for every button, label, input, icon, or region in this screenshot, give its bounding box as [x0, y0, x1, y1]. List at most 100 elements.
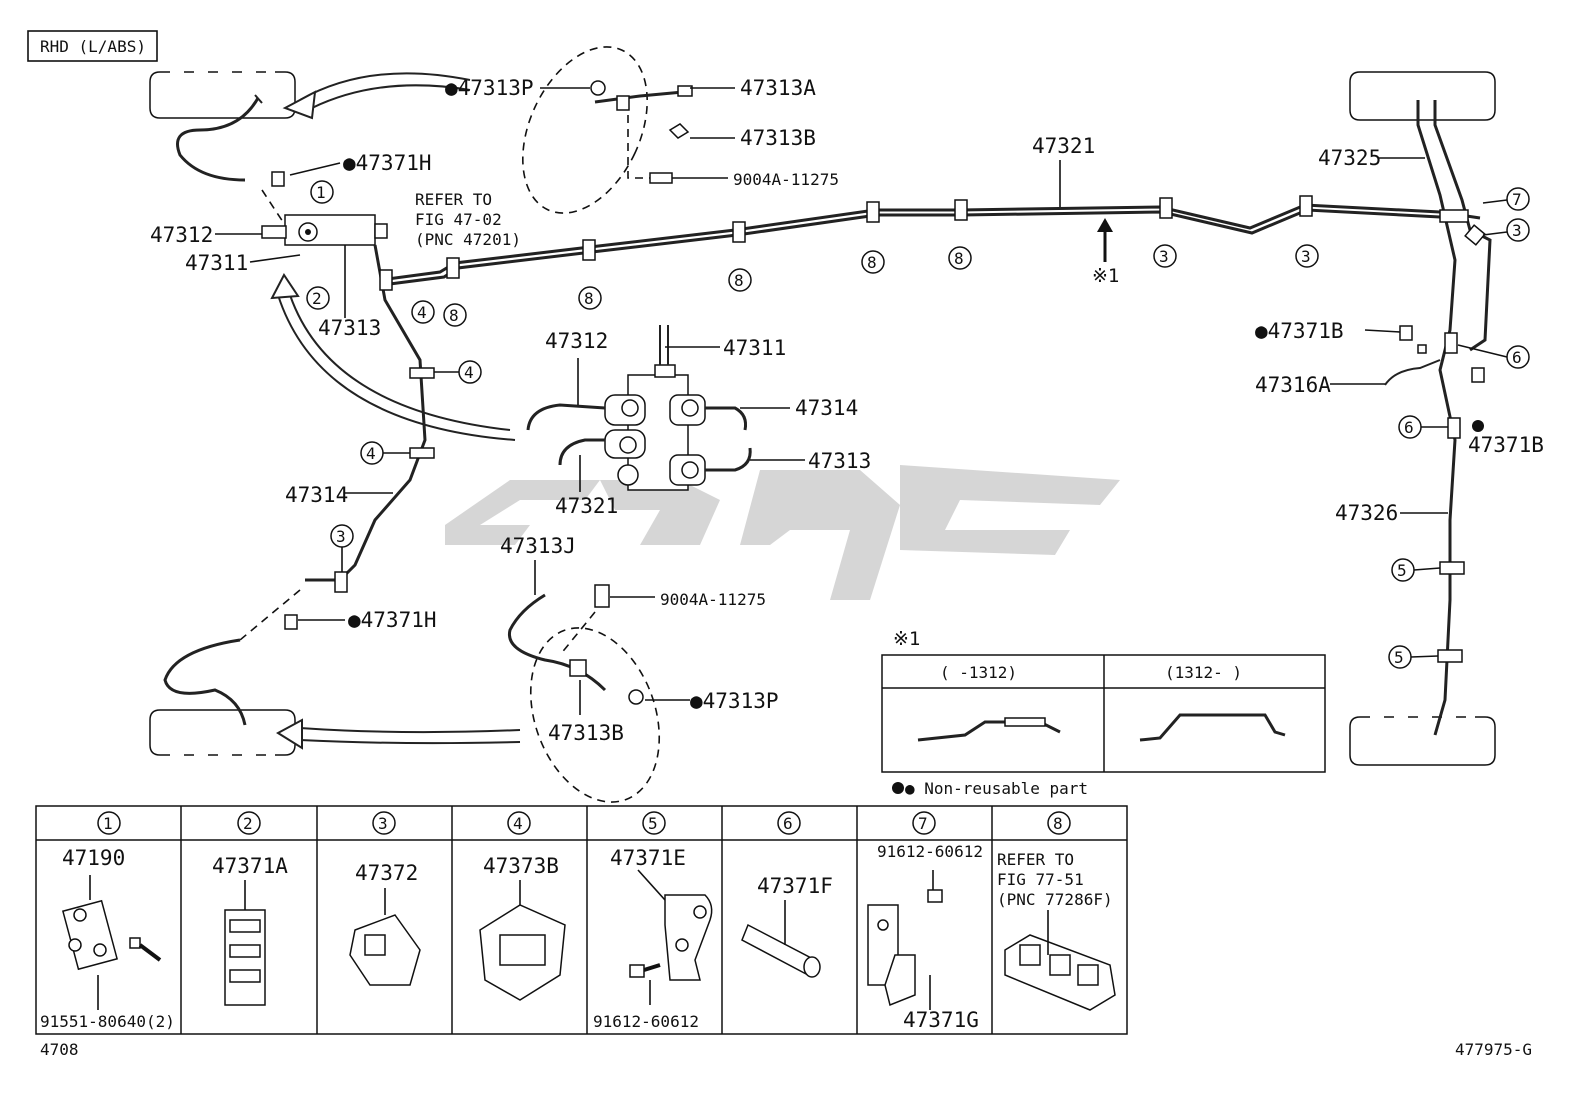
- front-flex-hose: [176, 94, 286, 226]
- flow-arrows: [270, 72, 521, 750]
- table-label-47190: 47190: [62, 846, 125, 870]
- label-47313P-bottom: ●47313P: [690, 689, 779, 713]
- svg-text:7: 7: [918, 814, 928, 833]
- svg-text:1: 1: [103, 814, 113, 833]
- label-47313J: 47313J: [500, 534, 576, 558]
- note-box: ※1 ( -1312) (1312- ) ● Non-reusable part: [881, 628, 1326, 798]
- table-refer-line1: REFER TO: [997, 850, 1074, 869]
- zoom-ellipse-bottom: [529, 627, 661, 803]
- leader-lines: [215, 87, 1448, 715]
- label-47313-top: 47313: [318, 316, 381, 340]
- label-9004A-bottom: 9004A-11275: [660, 590, 766, 609]
- svg-text:8: 8: [954, 249, 964, 268]
- table-label-47371F: 47371F: [757, 874, 833, 898]
- table-label-91612-cell7: 91612-60612: [877, 842, 983, 861]
- non-reusable-dot: [1472, 420, 1484, 432]
- svg-text:5: 5: [648, 814, 658, 833]
- svg-text:4: 4: [417, 303, 427, 322]
- bottom-zoom-parts: [507, 584, 644, 705]
- clamp-47371E-icon: [629, 869, 713, 1005]
- svg-text:5: 5: [1397, 561, 1407, 580]
- table-sub-47371G: 47371G: [903, 1008, 979, 1032]
- clip-47373B-icon: [479, 880, 566, 1001]
- svg-text:8: 8: [734, 271, 744, 290]
- refer-text-line2: FIG 47-02: [415, 210, 502, 229]
- note-mark-text: ※1: [1092, 265, 1119, 287]
- callout-leaders-circled: [341, 199, 1508, 658]
- label-47321-top: 47321: [1032, 134, 1095, 158]
- detail-label-47314: 47314: [795, 396, 858, 420]
- label-47326: 47326: [1335, 501, 1398, 525]
- detail-label-47312: 47312: [545, 329, 608, 353]
- refer-text-line3: (PNC 47201): [415, 230, 521, 249]
- svg-text:3: 3: [336, 527, 346, 546]
- clamp-47371G-icon: [867, 870, 943, 1010]
- label-47325: 47325: [1318, 146, 1381, 170]
- label-47371B-right: 47371B: [1468, 433, 1544, 457]
- footer-right: 477975-G: [1455, 1040, 1532, 1059]
- label-47313B-bottom: 47313B: [548, 721, 624, 745]
- parts-table: 1 2 3 4 5 6 7 8 47190 91551-80640(2) 473…: [35, 805, 1128, 1035]
- non-reusable-legend: ● Non-reusable part: [905, 779, 1088, 798]
- label-47371B-left: ●47371B: [1255, 319, 1344, 343]
- label-47313A: 47313A: [740, 76, 816, 100]
- svg-text:4: 4: [464, 363, 474, 382]
- diagram-circled-callouts: 1 2 4 8 4 4 3 8 8 8 8 3 3 7 3 6 6 5 5: [306, 180, 1530, 669]
- table-label-47371E: 47371E: [610, 846, 686, 870]
- rhd-tag-text: RHD (L/ABS): [40, 37, 146, 56]
- detail-label-47321: 47321: [555, 494, 618, 518]
- brake-pipe-47325: [1433, 100, 1492, 352]
- detail-label-47313: 47313: [808, 449, 871, 473]
- pipe-clips: [334, 195, 1486, 663]
- svg-text:6: 6: [783, 814, 793, 833]
- label-47314: 47314: [285, 483, 348, 507]
- table-label-47371A: 47371A: [212, 854, 288, 878]
- sleeve-47371F-icon: [741, 900, 821, 978]
- rear-right-wheel: [1349, 715, 1496, 766]
- table-sub-91551: 91551-80640(2): [40, 1012, 175, 1031]
- clip-47371H-bottom: [284, 614, 298, 630]
- valve-47190-icon: [61, 875, 162, 1010]
- label-47313B-top: 47313B: [740, 126, 816, 150]
- svg-text:3: 3: [1512, 221, 1522, 240]
- note-col2: (1312- ): [1165, 663, 1242, 682]
- rhd-tag: RHD (L/ABS): [27, 30, 158, 62]
- label-47371H-bottom: ●47371H: [348, 608, 437, 632]
- clip-47371H-top: [271, 171, 285, 187]
- table-label-47372: 47372: [355, 861, 418, 885]
- proportioning-valve-top: [261, 214, 388, 246]
- svg-text:4: 4: [366, 444, 376, 463]
- label-47312-top: 47312: [150, 223, 213, 247]
- svg-text:8: 8: [867, 253, 877, 272]
- refer-text-line1: REFER TO: [415, 190, 492, 209]
- label-9004A-top: 9004A-11275: [733, 170, 839, 189]
- clip-47371A-icon: [224, 880, 266, 1006]
- front-right-wheel: [1349, 71, 1496, 121]
- label-47313P-top: ●47313P: [445, 76, 534, 100]
- clip-47372-icon: [349, 888, 421, 986]
- label-47371H-top: ●47371H: [343, 151, 432, 175]
- note-col1: ( -1312): [940, 663, 1017, 682]
- svg-text:6: 6: [1512, 348, 1522, 367]
- right-small-parts: [1384, 325, 1485, 386]
- svg-text:7: 7: [1512, 190, 1522, 209]
- label-47311-top: 47311: [185, 251, 248, 275]
- svg-text:5: 5: [1394, 648, 1404, 667]
- svg-text:3: 3: [1301, 247, 1311, 266]
- brake-pipe-47326: [1416, 100, 1457, 736]
- watermark-logo: [445, 465, 1120, 600]
- svg-text:6: 6: [1404, 418, 1414, 437]
- rear-flex-hose: [163, 638, 247, 726]
- svg-text:8: 8: [1053, 814, 1063, 833]
- svg-text:3: 3: [1159, 247, 1169, 266]
- svg-text:4: 4: [513, 814, 523, 833]
- svg-text:8: 8: [449, 306, 459, 325]
- table-label-47373B: 47373B: [483, 854, 559, 878]
- footer-left: 4708: [40, 1040, 79, 1059]
- proportioning-valve-detail: [526, 325, 752, 491]
- top-zoom-parts: [590, 80, 693, 184]
- clip-77286F-icon: [1004, 910, 1116, 1011]
- zoom-ellipse-top: [522, 46, 648, 214]
- table-sub-91612-cell5: 91612-60612: [593, 1012, 699, 1031]
